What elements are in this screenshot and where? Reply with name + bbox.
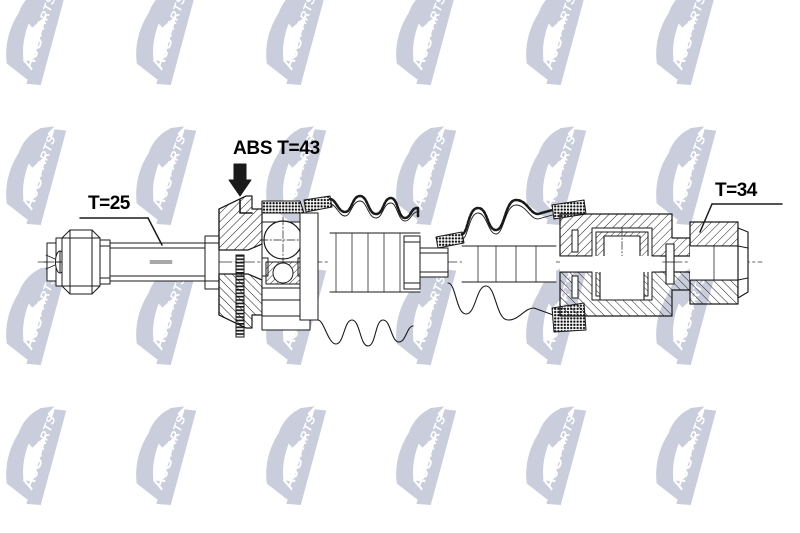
callout-label-t34: T=34 [715,180,757,201]
callout-label-t25: T=25 [88,193,130,214]
callout-label-abs-t43: ABS T=43 [233,138,320,159]
